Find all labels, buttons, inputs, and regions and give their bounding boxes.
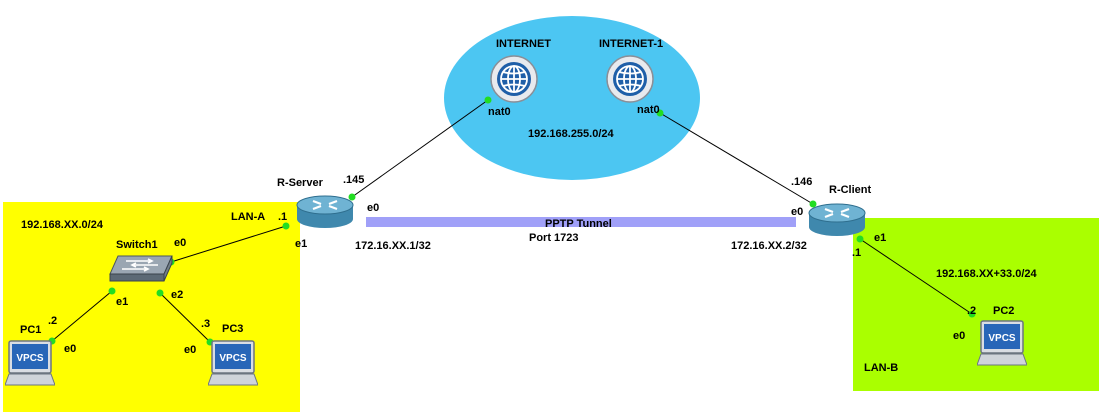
vpcs-badge: VPCS bbox=[16, 353, 44, 364]
internet1-iface-label: nat0 bbox=[637, 104, 660, 116]
router-icon bbox=[808, 203, 866, 236]
tunnel-label: PPTP Tunnel bbox=[545, 218, 612, 230]
port-dot bbox=[282, 222, 290, 230]
port-dot bbox=[809, 200, 817, 208]
lan-b-zone bbox=[853, 218, 1099, 391]
lan-b-subnet: 192.168.XX+33.0/24 bbox=[936, 268, 1037, 280]
pc3[interactable]: VPCS bbox=[207, 340, 259, 388]
r-server-wan-iface: e0 bbox=[367, 202, 380, 214]
switch-icon bbox=[109, 255, 173, 282]
port-dot bbox=[156, 289, 164, 297]
r-server-lan-iface: e1 bbox=[295, 238, 308, 250]
link-rclient-pc2 bbox=[859, 238, 973, 315]
vpcs-icon: VPCS bbox=[976, 320, 1028, 366]
pc3-iface: e0 bbox=[184, 344, 197, 356]
pc1-ip: .2 bbox=[48, 315, 58, 327]
lan-a-name: LAN-A bbox=[231, 211, 266, 223]
router-icon bbox=[296, 195, 354, 228]
lan-b-name: LAN-B bbox=[864, 362, 899, 374]
port-dot bbox=[656, 109, 664, 117]
vpcs-badge: VPCS bbox=[988, 333, 1016, 344]
switch1-iface-pc3: e2 bbox=[171, 289, 184, 301]
r-server-label: R-Server bbox=[277, 177, 323, 189]
tunnel-port-label: Port 1723 bbox=[529, 232, 579, 244]
pc2-label: PC2 bbox=[993, 305, 1015, 317]
r-server-tunnel-ip: 172.16.XX.1/32 bbox=[355, 240, 431, 252]
pc1[interactable]: VPCS bbox=[4, 340, 56, 388]
r-server-wan-ip: .145 bbox=[343, 174, 365, 186]
pc3-ip: .3 bbox=[201, 318, 211, 330]
switch1-label: Switch1 bbox=[116, 239, 158, 251]
r-client-lan-ip: .1 bbox=[852, 247, 862, 259]
port-dot bbox=[348, 193, 356, 201]
r-client-label: R-Client bbox=[829, 184, 872, 196]
switch1-iface-up: e0 bbox=[174, 237, 187, 249]
link-internet1-rclient bbox=[659, 112, 814, 205]
vpcs-badge: VPCS bbox=[219, 353, 247, 364]
cloud-subnet-label: 192.168.255.0/24 bbox=[528, 128, 614, 140]
pc2-ip: .2 bbox=[967, 305, 977, 317]
vpcs-icon: VPCS bbox=[4, 340, 56, 386]
link-rserver-switch bbox=[170, 225, 287, 263]
internet-label: INTERNET bbox=[496, 38, 551, 50]
internet1-node[interactable] bbox=[606, 55, 654, 103]
port-dot bbox=[968, 310, 976, 318]
internet-node[interactable] bbox=[490, 55, 538, 103]
pptp-tunnel-bar bbox=[366, 217, 796, 227]
r-client-router[interactable] bbox=[808, 203, 866, 237]
port-dot bbox=[484, 96, 492, 104]
link-switch-pc1 bbox=[51, 290, 113, 342]
port-dot bbox=[108, 287, 116, 295]
pc2[interactable]: VPCS bbox=[976, 320, 1028, 368]
r-client-wan-iface: e0 bbox=[791, 206, 804, 218]
link-switch-pc3 bbox=[159, 292, 211, 343]
port-dot bbox=[856, 235, 864, 243]
r-client-wan-ip: .146 bbox=[791, 176, 813, 188]
pc2-iface: e0 bbox=[953, 330, 966, 342]
r-server-router[interactable] bbox=[296, 195, 354, 229]
globe-icon bbox=[490, 55, 538, 103]
internet-iface-label: nat0 bbox=[488, 106, 511, 118]
lan-a-subnet: 192.168.XX.0/24 bbox=[21, 219, 103, 231]
pc1-label: PC1 bbox=[20, 324, 42, 336]
switch1-iface-pc1: e1 bbox=[116, 296, 129, 308]
internet1-label: INTERNET-1 bbox=[599, 38, 664, 50]
pc3-label: PC3 bbox=[222, 323, 244, 335]
r-server-lan-ip: .1 bbox=[278, 211, 288, 223]
vpcs-icon: VPCS bbox=[207, 340, 259, 386]
switch1[interactable] bbox=[108, 254, 174, 284]
pc1-iface: e0 bbox=[64, 343, 77, 355]
r-client-tunnel-ip: 172.16.XX.2/32 bbox=[731, 240, 807, 252]
link-internet-rserver bbox=[351, 99, 489, 198]
r-client-lan-iface: e1 bbox=[874, 232, 887, 244]
globe-icon bbox=[606, 55, 654, 103]
